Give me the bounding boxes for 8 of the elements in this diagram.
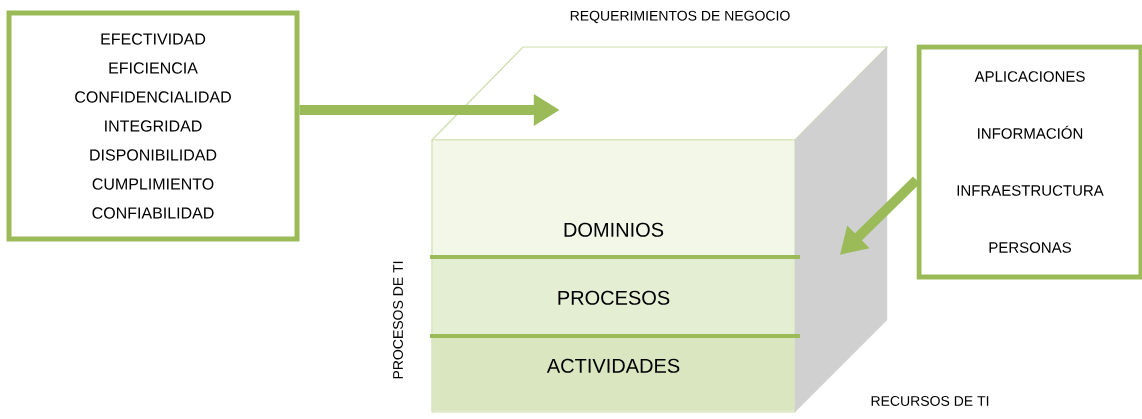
face-label: PROCESOS DE TI bbox=[393, 261, 403, 379]
text-box: APLICACIONES INFORMACIÓN INFRAESTRUCTURA PERSONAS bbox=[916, 44, 1142, 280]
text-box: EFECTIVIDAD EFICIENCIA CONFIDENCIALIDAD INTEGRIDAD DISPONIBILIDAD CUMPLIMIENTO CONFIABILIDAD bbox=[6, 10, 300, 242]
layer-band: ACTIVIDADES bbox=[432, 336, 795, 411]
face-label: REQUERIMIENTOS DE NEGOCIO bbox=[570, 10, 790, 24]
layer-band: PROCESOS bbox=[432, 257, 795, 335]
face-label: RECURSOS DE TI bbox=[871, 396, 989, 406]
layer-band: DOMINIOS bbox=[432, 140, 795, 256]
